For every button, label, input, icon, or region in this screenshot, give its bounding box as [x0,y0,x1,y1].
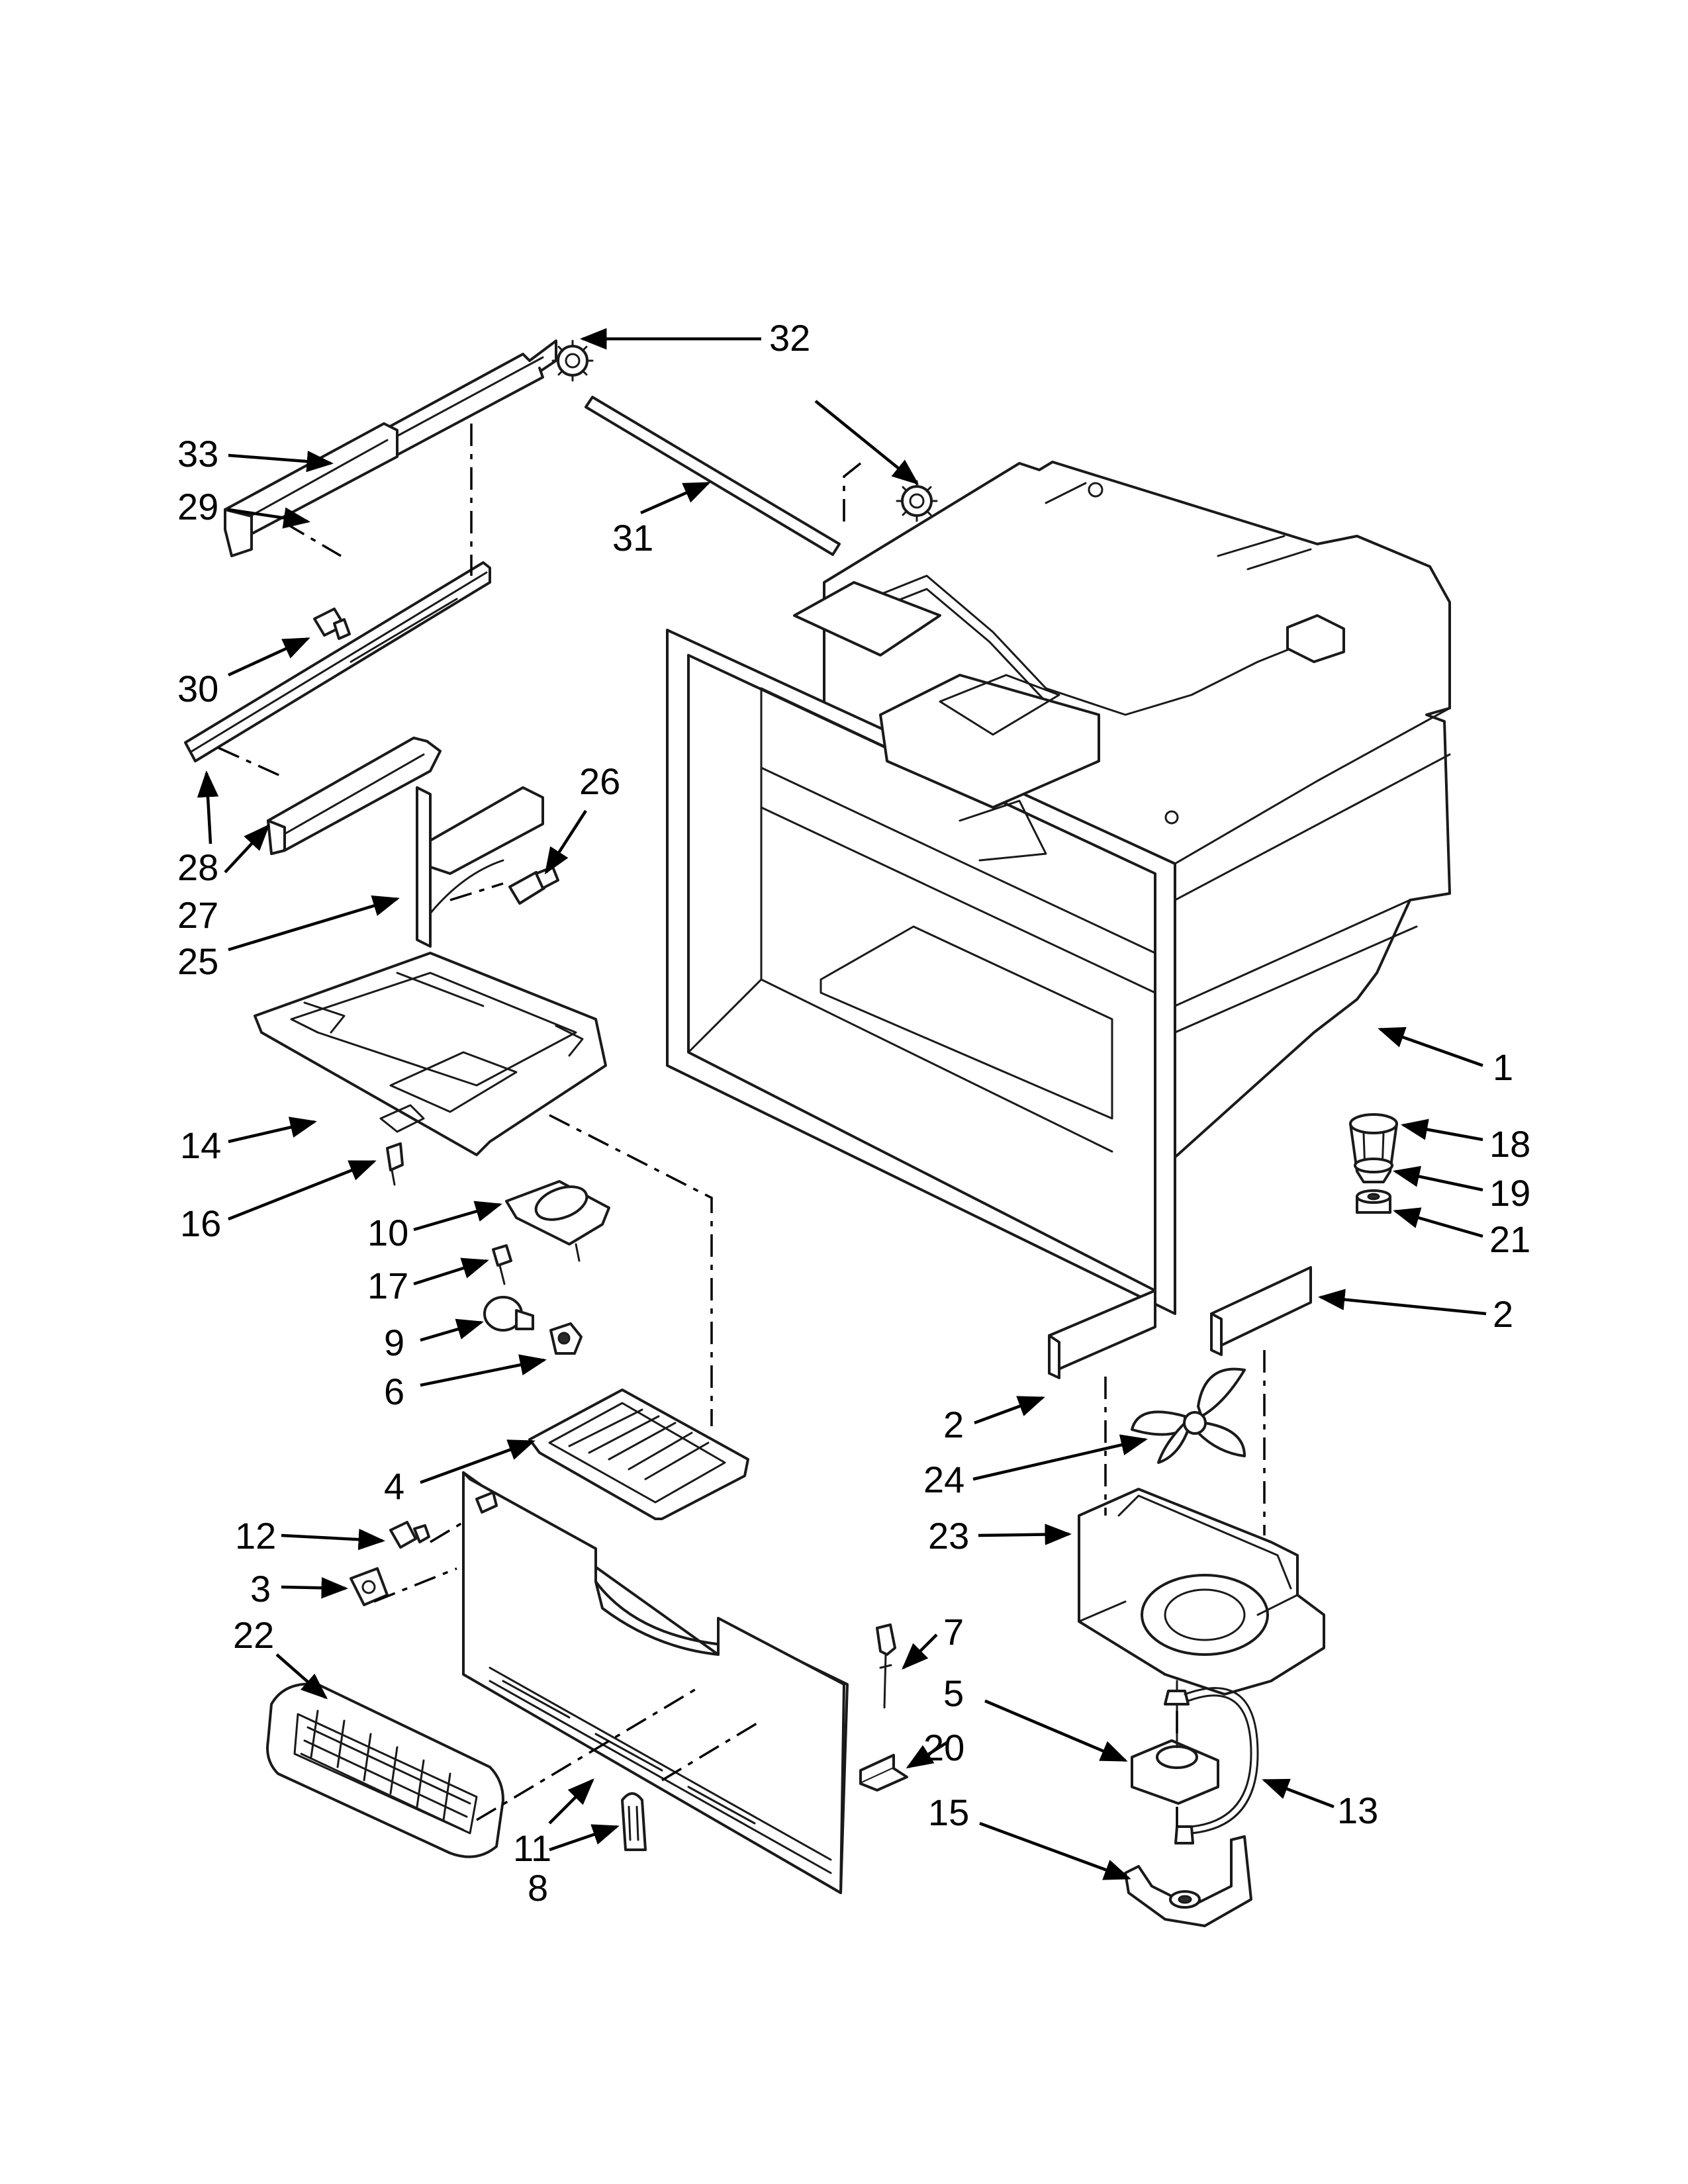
callout-10: 10 [367,1212,408,1253]
part-19-o-ring [1354,1158,1393,1173]
callout-33: 33 [177,433,218,475]
callout-17: 17 [367,1265,408,1306]
part-13-wire-harness [1184,1687,1259,1835]
part-24-fan-blade [1131,1367,1246,1464]
alignment-lines [218,424,1266,1827]
part-3-damper-bracket [350,1567,389,1606]
callout-26: 26 [579,760,620,802]
part-22-vent-grille [266,1682,504,1858]
callout-27: 27 [177,894,218,936]
part-10-lamp-cover [505,1180,610,1262]
part-2-pad-right [1210,1266,1312,1356]
callout-9: 9 [384,1322,404,1363]
part-32-gear-lower [896,480,938,522]
callout-25: 25 [177,940,218,982]
part-21-grommet [1356,1189,1391,1214]
part-12-screw [389,1521,430,1549]
callout-1: 1 [1493,1046,1513,1088]
leader-arrows [197,328,1487,1880]
part-25-support-bracket [416,786,544,948]
part-29-slide-bracket [224,422,399,557]
callout-19: 19 [1489,1172,1530,1214]
part-8-clip [621,1792,647,1851]
callout-16: 16 [180,1203,221,1244]
part-4-grille [528,1388,749,1520]
part-32-gear-upper [551,340,594,382]
part-5-fan-motor [1131,1680,1219,1805]
part-26-screw [508,866,559,905]
callout-11: 11 [513,1827,551,1869]
callout-5: 5 [943,1672,964,1714]
callout-12: 12 [235,1515,276,1557]
callout-4: 4 [384,1465,404,1507]
callout-labels: 33 29 30 28 27 25 26 32 31 14 16 10 17 9… [177,317,1530,1909]
part-1-freezer-liner [666,461,1451,1315]
callout-8: 8 [528,1867,548,1909]
part-15-motor-bracket [1124,1825,1252,1927]
part-27-slide-bracket [267,737,442,855]
part-23-fan-shroud [1078,1488,1325,1696]
callout-3: 3 [250,1568,271,1610]
part-14-control-housing [254,952,607,1156]
callout-31: 31 [612,517,653,559]
callout-20: 20 [923,1727,964,1768]
callout-30: 30 [177,668,218,709]
callout-32: 32 [769,317,810,359]
callout-14: 14 [180,1124,221,1166]
callout-29: 29 [177,486,218,527]
callout-6: 6 [384,1371,404,1412]
callout-21: 21 [1489,1218,1530,1260]
callout-2-left: 2 [943,1404,964,1445]
callout-13: 13 [1337,1790,1378,1831]
part-7-sensor [876,1623,896,1709]
part-20-insulation-strip [859,1754,908,1792]
callout-23: 23 [928,1515,969,1557]
part-31-shaft [585,396,841,556]
part-2-pad-left [1048,1289,1156,1379]
part-28-lower-slide-rail [184,561,491,762]
part-30-screw [313,608,351,640]
part-16-switch [386,1142,404,1186]
callout-18: 18 [1489,1123,1530,1165]
part-11-rear-panel [462,1471,849,1894]
part-6-lamp-socket [549,1322,583,1355]
part-17-screw [492,1244,512,1285]
callout-22: 22 [233,1614,274,1656]
callout-28: 28 [177,846,218,888]
callout-2-right: 2 [1493,1293,1513,1335]
callout-24: 24 [923,1459,964,1500]
callout-7: 7 [943,1611,964,1653]
part-9-light-bulb [483,1296,534,1332]
callout-15: 15 [928,1792,969,1833]
